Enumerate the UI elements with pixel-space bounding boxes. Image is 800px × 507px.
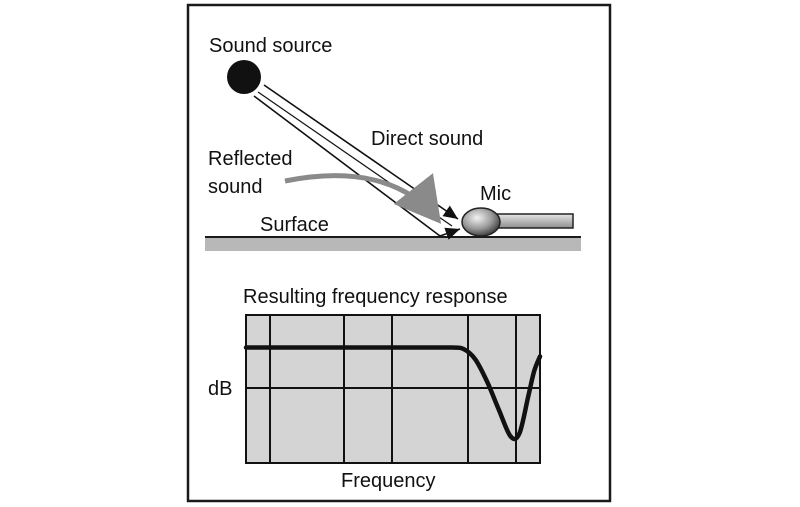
chart-x-axis-label: Frequency [341,470,436,492]
mic-label: Mic [480,183,512,205]
direct-sound-label: Direct sound [371,128,484,150]
frequency-chart [243,314,543,464]
surface-label: Surface [260,214,329,236]
frequency-response-curve [243,345,543,442]
reflected-sound-label-line2: sound [208,176,263,198]
reflected-path-up [439,227,461,240]
chart-y-axis-label: dB [208,378,233,400]
sound-source-dot [227,60,261,94]
reflected-sound-label-line1: Reflected [208,148,293,170]
surface-bar [205,236,581,251]
mic-body [496,213,574,229]
reflected-sound-arrow [284,173,442,224]
mic-capsule [461,207,501,237]
sound-source-label: Sound source [209,35,333,57]
chart-title: Resulting frequency response [243,286,508,308]
